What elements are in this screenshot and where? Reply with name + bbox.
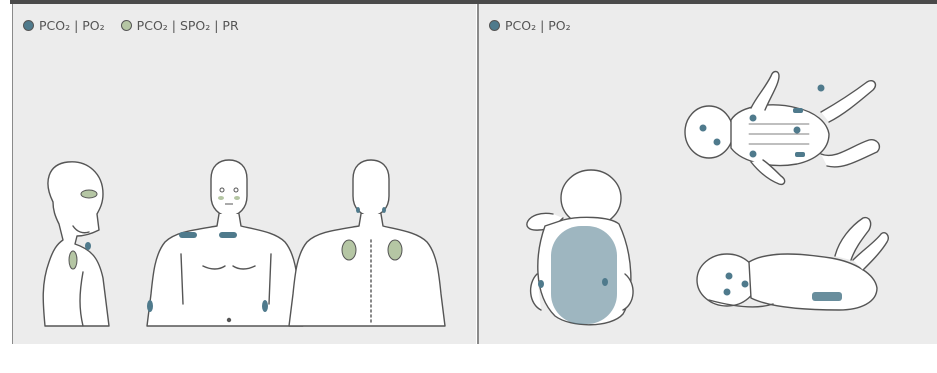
sensor-blue: [793, 108, 803, 113]
infant-supine-view: [685, 72, 879, 185]
sensor-blue: [538, 280, 544, 288]
sensor-blue: [356, 207, 360, 213]
adult-side-view: [43, 162, 109, 326]
sensor-green: [81, 190, 97, 198]
sensor-green: [234, 196, 240, 200]
adult-back-view: [289, 160, 445, 326]
sensor-blue: [724, 289, 731, 296]
sensor-blue: [700, 125, 707, 132]
sensor-green: [342, 240, 356, 260]
sensor-blue: [602, 278, 608, 286]
sensor-blue: [714, 139, 721, 146]
adult-figures: [13, 4, 476, 344]
sensor-blue: [750, 115, 757, 122]
sensor-blue: [742, 281, 749, 288]
sensor-blue: [219, 232, 237, 238]
adult-placement-panel: PCO₂ | PO₂ PCO₂ | SPO₂ | PR: [12, 4, 476, 344]
sensor-blue: [147, 300, 153, 312]
sensor-blue: [794, 127, 801, 134]
sensor-blue: [795, 152, 805, 157]
sensor-blue: [262, 300, 268, 312]
infant-figures: [479, 4, 937, 344]
sensor-blue: [812, 292, 842, 301]
sensor-green: [218, 196, 224, 200]
sensor-blue: [818, 85, 825, 92]
adult-front-view: [147, 160, 303, 326]
infant-prone-view: [697, 218, 888, 310]
sensor-green: [69, 251, 77, 269]
sensor-blue: [85, 242, 91, 250]
sensor-blue: [726, 273, 733, 280]
sensor-area-back: [551, 226, 617, 324]
infant-placement-panel: PCO₂ | PO₂: [477, 4, 937, 344]
sensor-blue: [382, 207, 386, 213]
sensor-blue: [179, 232, 197, 238]
sensor-blue: [750, 151, 757, 158]
sensor-green: [388, 240, 402, 260]
